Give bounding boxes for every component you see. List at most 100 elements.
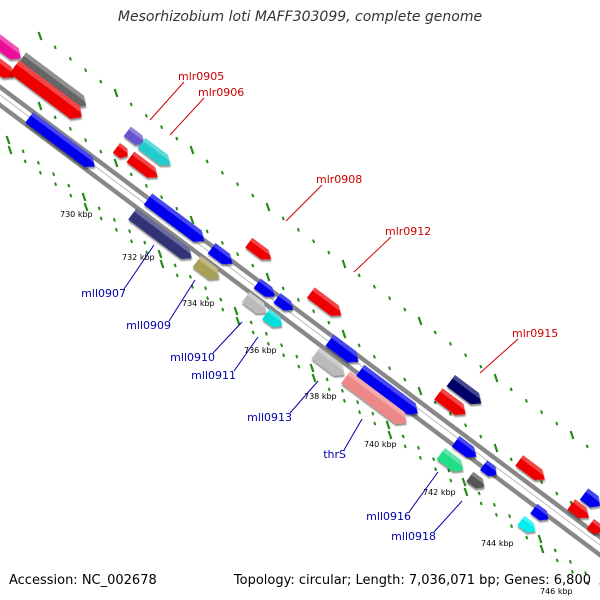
tick-mark — [508, 514, 512, 519]
gene-block-g-blue-732[interactable] — [207, 243, 237, 269]
gene-block-g-blue-742[interactable] — [451, 436, 481, 462]
gene-block-g-blue-737[interactable] — [325, 334, 362, 368]
gene-arrow-highlight — [485, 460, 497, 472]
gene-arrow — [341, 371, 407, 424]
gene-block-mll0916[interactable] — [436, 448, 468, 476]
gene-label-mll0911[interactable]: mll0911 — [191, 369, 236, 382]
tick-mark — [113, 88, 119, 98]
gene-block-g-blue-736[interactable] — [273, 293, 296, 315]
gene-features — [0, 27, 600, 537]
gene-arrow — [567, 499, 589, 519]
gene-block-mll0911[interactable] — [262, 308, 286, 331]
tick-mark — [555, 491, 559, 496]
gene-arrow-highlight — [278, 293, 293, 307]
tick-mark — [401, 434, 405, 439]
gene-block-mlr0905[interactable] — [123, 126, 149, 150]
gene-arrow-highlight — [128, 126, 144, 141]
gene-block-g-red-c[interactable] — [112, 143, 131, 161]
gene-label-mlr0908[interactable]: mlr0908 — [316, 173, 362, 186]
gene-label-mll0907[interactable]: mll0907 — [81, 287, 126, 300]
gene-block-mll0910[interactable] — [241, 292, 271, 318]
gene-block-g-blue-top[interactable] — [25, 112, 98, 172]
gene-label-mlr0906[interactable]: mlr0906 — [198, 86, 244, 99]
tick-mark — [99, 216, 103, 221]
tick-mark — [434, 467, 438, 472]
gene-block-mlr0915[interactable] — [446, 375, 486, 409]
tick-mark — [537, 534, 543, 544]
tick-mark — [311, 373, 317, 383]
tick-mark — [586, 581, 590, 586]
gene-block-g-blue-745[interactable] — [530, 503, 552, 524]
gene-label-mlr0905[interactable]: mlr0905 — [178, 70, 224, 83]
gene-arrow — [126, 151, 158, 178]
gene-arrow-highlight — [522, 515, 535, 528]
tick-mark — [205, 229, 209, 234]
tick-mark — [54, 182, 58, 187]
tick-mark — [312, 309, 316, 314]
tick-mark — [175, 206, 179, 211]
gene-block-g-blue-743[interactable] — [480, 460, 500, 479]
gene-block-g-red-b[interactable] — [9, 60, 87, 123]
gene-block-g-blue-735[interactable] — [253, 278, 279, 302]
gene-block-g-blue-738[interactable] — [355, 364, 422, 419]
gene-block-g-red-e[interactable] — [434, 388, 470, 420]
gene-block-g-red-f[interactable] — [515, 455, 548, 485]
gene-block-g-red-a[interactable] — [0, 57, 18, 83]
tick-mark — [417, 316, 423, 326]
gene-block-mll0909[interactable] — [192, 256, 224, 284]
gene-label-thrS[interactable]: thrS — [323, 448, 346, 461]
tick-mark — [448, 411, 452, 416]
tick-mark — [264, 331, 268, 336]
tick-mark — [84, 138, 88, 143]
tick-mark — [341, 329, 347, 339]
leader-line-mlr0906 — [169, 97, 205, 136]
gene-block-mlr0912[interactable] — [306, 287, 345, 320]
tick-mark — [356, 400, 360, 405]
gene-label-mll0916[interactable]: mll0916 — [366, 510, 411, 523]
gene-block-g-magenta[interactable] — [0, 27, 25, 64]
gene-block-g-blue-746[interactable] — [579, 488, 600, 511]
tick-mark — [373, 421, 377, 426]
tick-mark — [540, 410, 544, 415]
gene-block-g-gray-top[interactable] — [17, 52, 90, 111]
tick-mark — [295, 354, 299, 359]
gene-arrow — [434, 388, 466, 415]
gene-arrow — [273, 293, 294, 311]
gene-label-mll0913[interactable]: mll0913 — [247, 411, 292, 424]
topology-summary: Topology: circular; Length: 7,036,071 bp… — [233, 573, 591, 588]
gene-arrow-highlight — [347, 371, 406, 419]
leader-line-mll0909 — [168, 279, 196, 322]
gene-label-mll0918[interactable]: mll0918 — [391, 530, 436, 543]
gene-block-thrS[interactable] — [341, 371, 411, 429]
tick-mark — [372, 284, 376, 289]
gene-arrow-highlight — [117, 143, 128, 154]
tick-mark — [160, 195, 164, 200]
scale-label: 744 kbp — [481, 539, 514, 548]
gene-label-mlr0912[interactable]: mlr0912 — [385, 225, 431, 238]
gene-arrow — [355, 364, 418, 415]
gene-arrow — [446, 375, 482, 405]
gene-label-mll0909[interactable]: mll0909 — [126, 319, 171, 332]
gene-block-g-cyan-745[interactable] — [517, 515, 539, 536]
gene-block-g-red-h[interactable] — [586, 519, 600, 537]
tick-mark — [219, 297, 223, 302]
scale-label: 742 kbp — [423, 488, 456, 497]
gene-block-mlr0906[interactable] — [137, 138, 175, 170]
tick-mark — [325, 377, 329, 382]
scale-label: 732 kbp — [122, 253, 155, 262]
gene-label-mlr0915[interactable]: mlr0915 — [512, 327, 558, 340]
tick-mark — [340, 388, 344, 393]
gene-label-mll0910[interactable]: mll0910 — [170, 351, 215, 364]
gene-arrow — [241, 292, 267, 314]
gene-block-mll0918[interactable] — [466, 471, 488, 492]
gene-block-mlr0908[interactable] — [245, 237, 275, 264]
gene-block-mll0907[interactable] — [128, 208, 196, 264]
gene-arrow — [579, 488, 600, 508]
gene-block-g-red-d[interactable] — [126, 151, 161, 183]
tick-mark — [433, 400, 437, 405]
gene-block-mll0913[interactable] — [311, 347, 348, 381]
gene-arrow-highlight — [331, 334, 358, 358]
gene-block-g-blue-731[interactable] — [143, 193, 208, 246]
tick-mark — [358, 410, 362, 415]
gene-block-g-red-g[interactable] — [567, 499, 592, 523]
